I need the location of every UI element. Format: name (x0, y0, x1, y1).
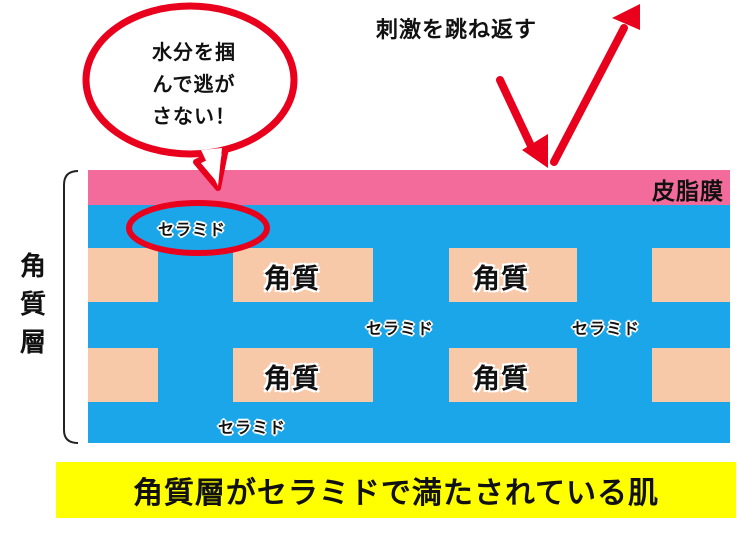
reflected-arrow-shaft (550, 24, 628, 166)
corneocyte-cell (449, 348, 577, 402)
speech-bubble-line: さない！ (152, 104, 236, 128)
corneocyte-cell (449, 248, 577, 302)
ceramide-label: セラミド (158, 220, 227, 239)
ceramide-label: セラミド (572, 319, 641, 338)
incoming-arrow-head (522, 134, 548, 168)
corneocyte-cell (88, 248, 158, 302)
ceramide-label: セラミド (218, 418, 287, 437)
sebum-membrane-label: 皮脂膜 (652, 179, 724, 205)
incoming-arrow-shaft (496, 76, 536, 152)
ceramide-label: セラミド (366, 319, 435, 338)
corneocyte-label: 角質 (264, 364, 320, 395)
bracket-shape (63, 170, 79, 444)
caption-box: 角質層がセラミドで満たされている肌 (56, 462, 736, 518)
reflected-arrow-head (612, 4, 640, 30)
stimulus-label: 刺激を跳ね返す (376, 18, 538, 43)
corneocyte-cell (233, 348, 373, 402)
side-label-char: 層 (19, 328, 46, 358)
corneocyte-label: 角質 (473, 264, 529, 295)
speech-bubble-tail-fill (201, 148, 222, 186)
corneocyte-label: 角質 (473, 364, 529, 395)
sebum-membrane-layer (88, 170, 730, 205)
side-label-char: 質 (19, 290, 46, 320)
speech-bubble-line: 水分を掴 (152, 40, 236, 64)
corneocyte-cell (652, 348, 730, 402)
side-label-char: 角 (19, 252, 46, 282)
corneocyte-cell (88, 348, 158, 402)
speech-bubble-text: 水分を掴 んで逃が さない！ (118, 36, 270, 132)
corneocyte-cell (652, 248, 730, 302)
speech-bubble (82, 2, 298, 158)
stratum-corneum-layer (88, 205, 730, 443)
corneocyte-label: 角質 (264, 264, 320, 295)
caption-text: 角質層がセラミドで満たされている肌 (132, 476, 660, 511)
ceramide-highlight-ellipse (126, 200, 270, 256)
stratum-corneum-side-label: 角 質 層 (18, 248, 48, 362)
corneocyte-cell (233, 248, 373, 302)
speech-bubble-line: んで逃が (152, 72, 236, 96)
